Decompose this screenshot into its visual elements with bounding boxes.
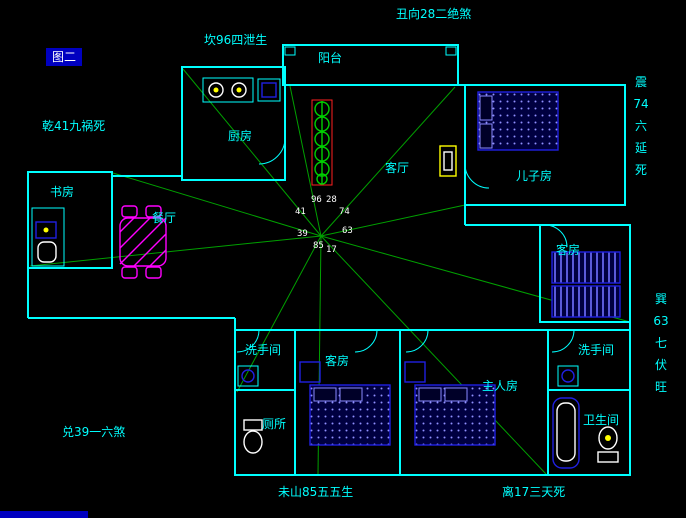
room-label-study: 书房 [50, 185, 75, 199]
walls [27, 44, 631, 476]
compass-label-dui: 兑39一六煞 [62, 425, 126, 439]
compass-label-li: 离17三天死 [502, 485, 566, 499]
compass-number-41: 41 [295, 207, 306, 217]
bottom-blue-bar [0, 511, 88, 518]
plant-screen [311, 99, 333, 186]
bed-master-room [404, 361, 496, 446]
room-label-toilet: 厕所 [262, 417, 287, 431]
dining-set [119, 205, 167, 279]
room-label-guest-room-south: 客房 [325, 354, 350, 368]
compass-number-63: 63 [342, 226, 353, 236]
toilet-west [243, 419, 263, 454]
compass-number-39: 39 [297, 229, 308, 239]
compass-number-28: 28 [326, 195, 337, 205]
room-label-bathroom: 卫生间 [583, 413, 620, 427]
compass-number-17: 17 [326, 245, 337, 255]
room-label-dining-room: 餐厅 [152, 211, 177, 225]
compass-radial-lines [29, 68, 631, 475]
compass-label-zhen: 震 74 六 延 死 [633, 75, 649, 177]
beds-guest-room-east [551, 251, 621, 318]
compass-label-kan: 坎96四泄生 [204, 33, 268, 47]
sink-washroom-west [237, 365, 259, 387]
compass-label-xun: 巽 63 七 伏 旺 [653, 292, 669, 394]
room-label-living-room: 客厅 [385, 161, 410, 175]
tv-cabinet [439, 145, 457, 177]
kitchen-counter [202, 77, 281, 103]
study-desk [31, 207, 65, 267]
compass-label-qian: 乾41九祸死 [42, 119, 106, 133]
compass-number-85: 85 [313, 241, 324, 251]
compass-number-74: 74 [339, 207, 350, 217]
room-label-son-room: 儿子房 [516, 169, 553, 183]
bathtub [552, 397, 580, 469]
sink-washroom-east [557, 365, 579, 387]
room-label-washroom-east: 洗手间 [578, 343, 615, 357]
compass-number-96: 96 [311, 195, 322, 205]
door-arcs [236, 137, 575, 353]
bed-guest-room-south [299, 361, 391, 446]
toilet-east [597, 426, 619, 463]
figure-badge: 图二 [46, 48, 83, 66]
room-label-master-room: 主人房 [482, 379, 519, 393]
room-label-washroom-west: 洗手间 [245, 343, 282, 357]
room-label-balcony: 阳台 [318, 51, 343, 65]
compass-label-wei-shan: 未山85五五生 [278, 485, 354, 499]
room-label-kitchen: 厨房 [228, 129, 253, 143]
room-label-guest-room-east: 客房 [556, 243, 581, 257]
bed-son-room [477, 91, 559, 151]
compass-label-north-facing: 丑向28二绝煞 [396, 7, 472, 21]
